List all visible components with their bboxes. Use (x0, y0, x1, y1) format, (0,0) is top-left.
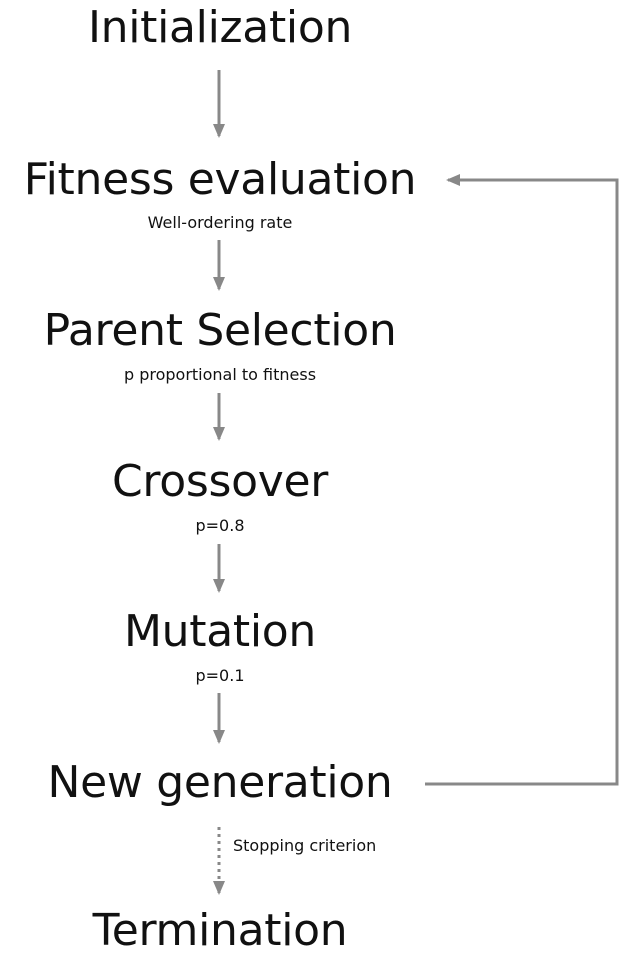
step-crossover: Crossover (111, 456, 329, 507)
loop-back-arrow (425, 174, 619, 786)
note-fitness-evaluation: Well-ordering rate (147, 213, 293, 232)
step-termination: Termination (92, 905, 348, 956)
note-crossover: p=0.8 (195, 516, 245, 535)
step-new-generation: New generation (47, 757, 393, 808)
step-mutation: Mutation (124, 606, 316, 657)
note-parent-selection: p proportional to fitness (123, 365, 317, 384)
note-mutation: p=0.1 (195, 666, 245, 685)
step-parent-selection: Parent Selection (43, 305, 397, 356)
step-fitness-evaluation: Fitness evaluation (23, 154, 417, 205)
step-initialization: Initialization (87, 2, 353, 53)
stopping-criterion-label: Stopping criterion (233, 836, 377, 855)
